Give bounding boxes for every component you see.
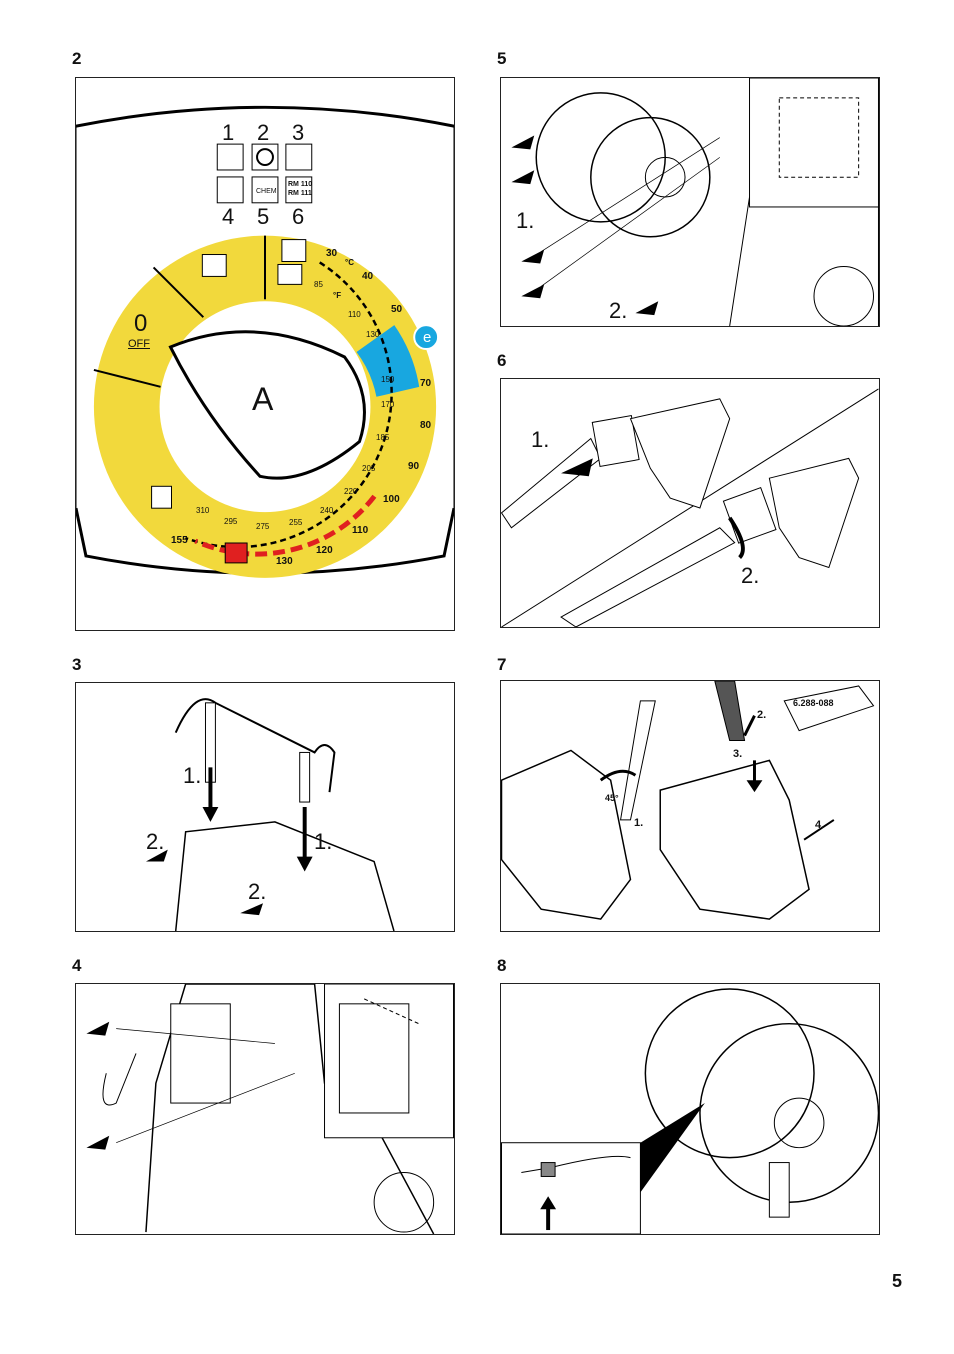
dial-center-letter: A <box>252 381 274 417</box>
figure-4-panel <box>75 983 455 1235</box>
figure-number-4: 4 <box>72 956 82 975</box>
figure-number-3: 3 <box>72 655 82 674</box>
icon-number-2: 2 <box>257 120 270 145</box>
figure-3-panel: 1. 1. 2. 2. <box>75 682 455 932</box>
celsius-90: 90 <box>408 461 420 472</box>
fig5-step-2: 2. <box>609 298 628 323</box>
celsius-100: 100 <box>383 494 400 505</box>
icon-number-5: 5 <box>257 204 270 229</box>
fahrenheit-310: 310 <box>196 506 210 515</box>
fahrenheit-130: 130 <box>366 330 380 339</box>
celsius-130: 130 <box>276 556 293 567</box>
figure-2-panel: 1 2 3 4 5 6 CHEM RM 110 RM 111 0 OFF A e… <box>75 77 455 631</box>
dial-knob <box>168 330 366 480</box>
fahrenheit-205: 205 <box>362 464 376 473</box>
fahrenheit-150: 150 <box>381 375 395 384</box>
fahrenheit-170: 170 <box>381 400 395 409</box>
fig6-step-2: 2. <box>741 563 760 588</box>
unit-celsius: °C <box>345 258 354 267</box>
celsius-120: 120 <box>316 545 333 556</box>
gun-maintenance-illustration <box>501 681 875 920</box>
hose-reel-illustration <box>511 78 879 326</box>
angle-label: 45° <box>605 793 619 803</box>
fig5-step-1: 1. <box>516 208 535 233</box>
celsius-110: 110 <box>352 525 369 536</box>
fig7-step-1: 1. <box>634 817 644 829</box>
eco-icon <box>413 324 440 351</box>
off-zero: 0 <box>134 310 148 337</box>
control-panel-illustration <box>76 105 454 578</box>
rm-label-2: RM 111 <box>288 190 312 197</box>
eco-letter: e <box>423 329 432 346</box>
page-number: 5 <box>891 1271 902 1291</box>
icon-number-3: 3 <box>292 120 305 145</box>
off-label: OFF <box>128 338 150 350</box>
part-number-label: 6.288-088 <box>793 698 834 708</box>
celsius-30: 30 <box>326 248 338 259</box>
fahrenheit-85: 85 <box>314 280 323 289</box>
red-warning-icon <box>224 542 248 564</box>
fig7-step-3: 3. <box>733 748 743 760</box>
rear-view-illustration <box>86 984 454 1234</box>
fahrenheit-275: 275 <box>256 522 270 531</box>
spray-gun-illustration <box>501 388 879 627</box>
icon-number-6: 6 <box>292 204 305 229</box>
figure-5-panel: 1. 2. <box>500 77 880 327</box>
fahrenheit-255: 255 <box>289 518 303 527</box>
fahrenheit-295: 295 <box>224 517 238 526</box>
fig6-step-1: 1. <box>531 427 550 452</box>
fig3-step-1a: 1. <box>183 763 202 788</box>
fahrenheit-220: 220 <box>344 487 358 496</box>
unit-fahrenheit: °F <box>333 291 342 300</box>
icon-number-4: 4 <box>222 204 235 229</box>
celsius-80: 80 <box>420 420 432 431</box>
celsius-40: 40 <box>362 271 374 282</box>
celsius-70: 70 <box>420 378 432 389</box>
celsius-155-label: 155 <box>171 535 188 546</box>
hose-detail-illustration <box>501 988 879 1234</box>
fig3-step-1b: 1. <box>314 829 333 854</box>
fahrenheit-240: 240 <box>320 506 334 515</box>
figure-7-panel: 6.288-088 45° 1. 2. 3. 4. <box>500 680 880 932</box>
celsius-50: 50 <box>391 304 403 315</box>
fahrenheit-185: 185 <box>376 433 390 442</box>
figure-number-6: 6 <box>497 351 507 370</box>
figure-8-panel <box>500 983 880 1235</box>
figure-6-panel: 1. 2. <box>500 378 880 628</box>
handle-mounting-illustration <box>145 698 395 931</box>
figure-number-5: 5 <box>497 49 507 68</box>
icon-number-1: 1 <box>222 120 235 145</box>
fig3-step-2b: 2. <box>248 879 267 904</box>
fahrenheit-110: 110 <box>348 310 361 319</box>
figure-number-2: 2 <box>72 49 82 68</box>
fig7-step-2: 2. <box>757 709 767 721</box>
fig7-step-4: 4. <box>815 819 825 831</box>
red-hot-arc <box>194 494 377 557</box>
fig3-step-2a: 2. <box>146 829 165 854</box>
figure-number-7: 7 <box>497 655 507 674</box>
rm-label-1: RM 110 <box>288 181 313 188</box>
chem-label: CHEM <box>256 188 277 195</box>
figure-number-8: 8 <box>497 956 507 975</box>
